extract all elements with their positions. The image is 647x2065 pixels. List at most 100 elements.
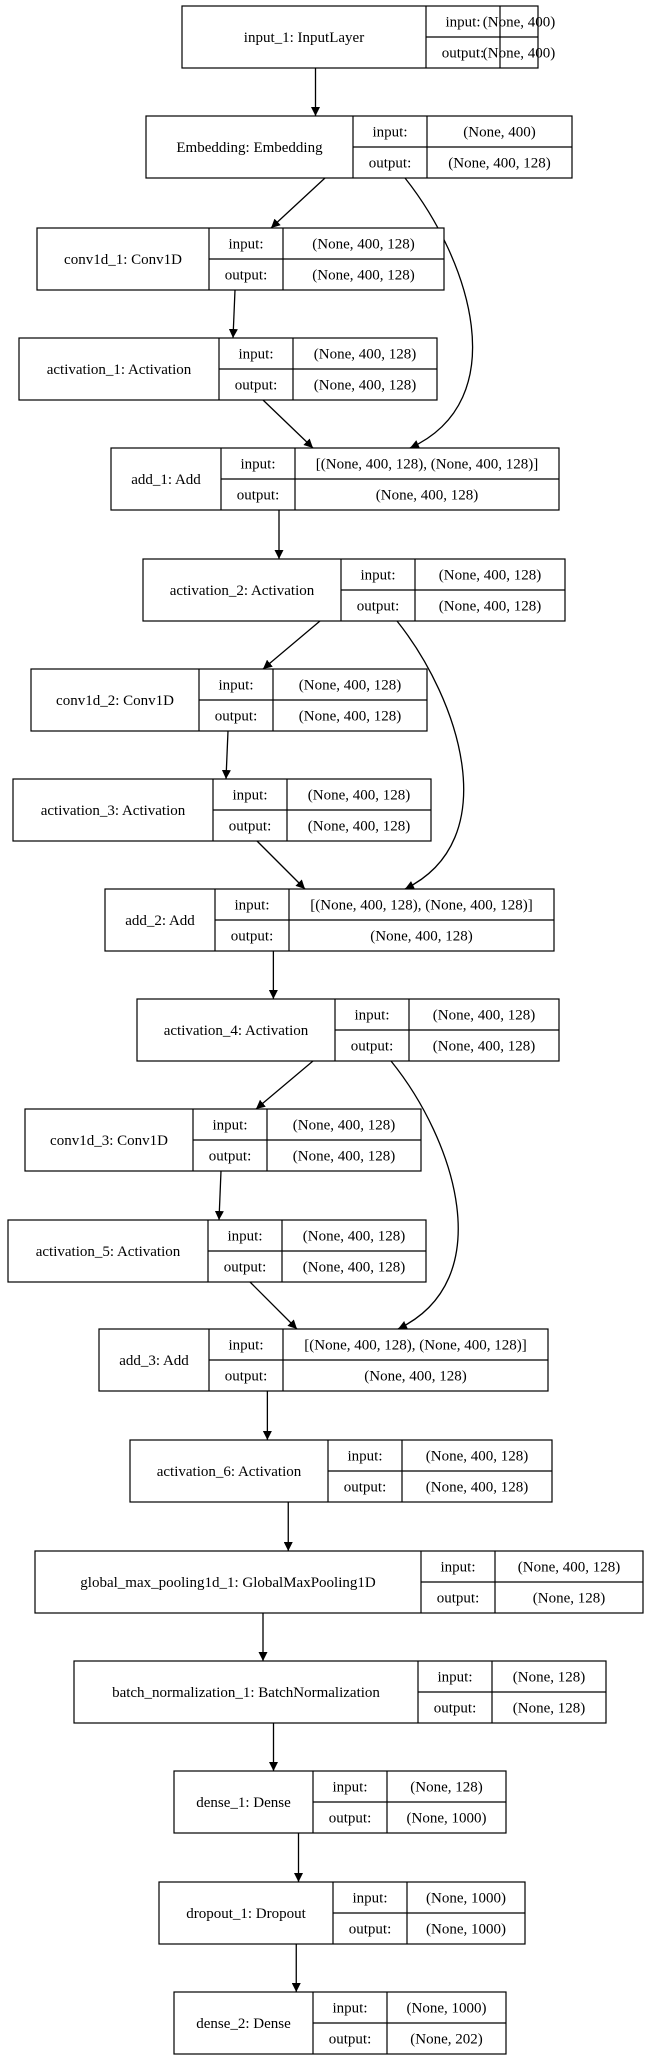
output-shape-value: (None, 400, 128) bbox=[376, 488, 478, 504]
output-shape-value: (None, 400, 128) bbox=[308, 819, 410, 835]
input-port-label: input: bbox=[445, 15, 480, 31]
output-shape-value: (None, 400, 128) bbox=[299, 709, 401, 725]
edge-activation_5-to-add_3 bbox=[249, 1281, 298, 1330]
layer-label: conv1d_3: Conv1D bbox=[50, 1133, 168, 1149]
output-shape-value: (None, 1000) bbox=[426, 1922, 506, 1938]
layer-node-embedding: Embedding: Embedding input: output: (None, … bbox=[145, 115, 573, 179]
layer-label: activation_2: Activation bbox=[170, 583, 315, 599]
input-port-label: input: bbox=[238, 347, 273, 363]
layer-node-activation_3: activation_3: Activation input: output: (No… bbox=[12, 778, 432, 842]
input-shape-value: (None, 400, 128) bbox=[433, 1008, 535, 1024]
edge-embedding-to-conv1d_1 bbox=[270, 177, 326, 229]
layer-label: add_3: Add bbox=[119, 1353, 189, 1369]
output-port-label: output: bbox=[349, 1922, 392, 1938]
edge-conv1d_1-to-activation_1 bbox=[228, 289, 238, 339]
input-port-label: input: bbox=[227, 1229, 262, 1245]
output-shape-value: (None, 400, 128) bbox=[426, 1480, 528, 1496]
output-port-label: output: bbox=[329, 2032, 372, 2048]
input-shape-value: (None, 400, 128) bbox=[518, 1560, 620, 1576]
layer-label: activation_4: Activation bbox=[164, 1023, 309, 1039]
layer-label: dropout_1: Dropout bbox=[186, 1906, 306, 1922]
layer-label: activation_5: Activation bbox=[36, 1244, 181, 1260]
output-shape-value: (None, 128) bbox=[513, 1701, 585, 1717]
layer-node-global_max_pooling1d_1: global_max_pooling1d_1: GlobalMaxPooling… bbox=[34, 1550, 644, 1614]
input-port-label: input: bbox=[218, 678, 253, 694]
output-port-label: output: bbox=[437, 1591, 480, 1607]
edge-activation_4-to-conv1d_3 bbox=[255, 1060, 314, 1110]
input-shape-value: (None, 128) bbox=[410, 1780, 482, 1796]
layer-box bbox=[34, 1550, 644, 1614]
input-port-label: input: bbox=[372, 125, 407, 141]
output-port-label: output: bbox=[229, 819, 272, 835]
input-shape-value: (None, 400, 128) bbox=[303, 1229, 405, 1245]
layer-label: Embedding: Embedding bbox=[176, 140, 323, 156]
input-shape-value: (None, 400) bbox=[463, 125, 535, 141]
input-shape-value: (None, 1000) bbox=[426, 1891, 506, 1907]
input-port-label: input: bbox=[234, 898, 269, 914]
edge-conv1d_3-to-activation_5 bbox=[214, 1170, 224, 1221]
layer-label: input_1: InputLayer bbox=[244, 30, 364, 46]
layer-label: conv1d_1: Conv1D bbox=[64, 252, 182, 268]
edge-activation_3-to-add_2 bbox=[256, 840, 306, 890]
input-port-label: input: bbox=[212, 1118, 247, 1134]
layer-label: global_max_pooling1d_1: GlobalMaxPooling… bbox=[80, 1575, 376, 1591]
edge-activation_4-to-add_3-skip-connection bbox=[390, 1060, 459, 1330]
output-shape-value: (None, 400, 128) bbox=[448, 156, 550, 172]
output-port-label: output: bbox=[215, 709, 258, 725]
edge-conv1d_2-to-activation_3 bbox=[221, 730, 231, 780]
layer-node-dropout_1: dropout_1: Dropout input: output: (None, 10… bbox=[158, 1881, 526, 1945]
input-port-label: input: bbox=[352, 1891, 387, 1907]
input-port-label: input: bbox=[228, 237, 263, 253]
input-port-label: input: bbox=[437, 1670, 472, 1686]
output-shape-value: (None, 400) bbox=[483, 46, 555, 62]
input-shape-value: (None, 400, 128) bbox=[308, 788, 410, 804]
input-shape-value: [(None, 400, 128), (None, 400, 128)] bbox=[310, 898, 532, 914]
output-shape-value: (None, 400, 128) bbox=[370, 929, 472, 945]
layer-node-activation_4: activation_4: Activation input: output: (No… bbox=[136, 998, 560, 1062]
output-shape-value: (None, 1000) bbox=[407, 1811, 487, 1827]
input-shape-value: [(None, 400, 128), (None, 400, 128)] bbox=[304, 1338, 526, 1354]
input-shape-value: (None, 400) bbox=[483, 15, 555, 31]
input-port-label: input: bbox=[240, 457, 275, 473]
input-shape-value: (None, 400, 128) bbox=[299, 678, 401, 694]
output-port-label: output: bbox=[225, 268, 268, 284]
output-shape-value: (None, 400, 128) bbox=[433, 1039, 535, 1055]
layer-label: dense_1: Dense bbox=[196, 1795, 291, 1811]
output-port-label: output: bbox=[209, 1149, 252, 1165]
layer-label: activation_1: Activation bbox=[47, 362, 192, 378]
input-shape-value: (None, 400, 128) bbox=[312, 237, 414, 253]
output-shape-value: (None, 400, 128) bbox=[303, 1260, 405, 1276]
layer-label: activation_6: Activation bbox=[157, 1464, 302, 1480]
output-port-label: output: bbox=[369, 156, 412, 172]
input-port-label: input: bbox=[332, 2001, 367, 2017]
layer-label: batch_normalization_1: BatchNormalizatio… bbox=[112, 1685, 380, 1701]
output-port-label: output: bbox=[351, 1039, 394, 1055]
output-shape-value: (None, 202) bbox=[410, 2032, 482, 2048]
output-shape-value: (None, 400, 128) bbox=[364, 1369, 466, 1385]
output-port-label: output: bbox=[357, 599, 400, 615]
output-shape-value: (None, 400, 128) bbox=[314, 378, 416, 394]
layer-label: activation_3: Activation bbox=[41, 803, 186, 819]
layer-label: add_2: Add bbox=[125, 913, 195, 929]
output-shape-value: (None, 128) bbox=[533, 1591, 605, 1607]
input-port-label: input: bbox=[232, 788, 267, 804]
layer-node-activation_5: activation_5: Activationinput:output:(No… bbox=[7, 1219, 427, 1283]
input-shape-value: [(None, 400, 128), (None, 400, 128)] bbox=[316, 457, 538, 473]
input-port-label: input: bbox=[228, 1338, 263, 1354]
input-port-label: input: bbox=[354, 1008, 389, 1024]
output-shape-value: (None, 400, 128) bbox=[312, 268, 414, 284]
layer-node-add_2: add_2: Add input: output: [(None, 400, 128)… bbox=[104, 888, 555, 952]
output-port-label: output: bbox=[442, 46, 485, 62]
edges-layer bbox=[214, 68, 474, 1992]
output-port-label: output: bbox=[231, 929, 274, 945]
input-shape-value: (None, 400, 128) bbox=[293, 1118, 395, 1134]
layer-node-conv1d_1: conv1d_1: Conv1D input: output: (None, 400,… bbox=[36, 227, 445, 291]
layer-node-activation_2: activation_2: Activationinput:output:(No… bbox=[142, 558, 566, 622]
